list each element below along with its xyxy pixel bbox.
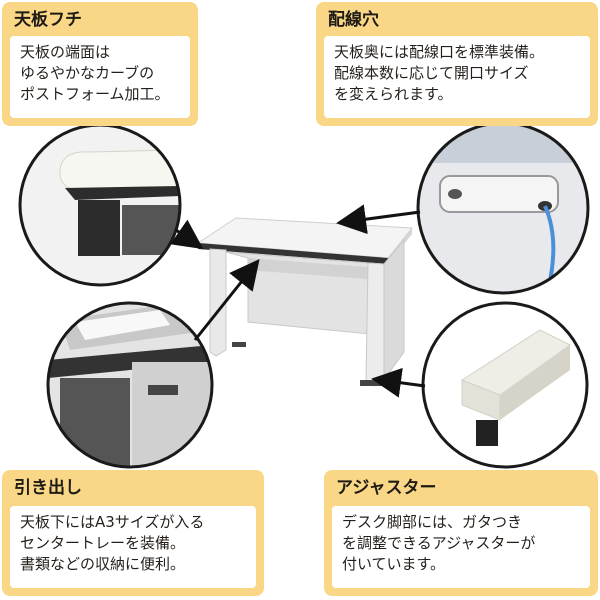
edge-callout-text: 天板の端面は ゆるやかなカーブの ポストフォーム加工。 [10, 36, 190, 118]
wiring-callout-text: 天板奥には配線口を標準装備。 配線本数に応じて開口サイズ を変えられます。 [324, 36, 590, 118]
wiring-hole-circle [416, 121, 590, 295]
desk-illustration [196, 217, 413, 387]
adjuster-circle [421, 301, 589, 469]
drawer-callout: 引き出し 天板下にはA3サイズが入る センタートレーを装備。 書類などの収納に便… [2, 470, 264, 596]
edge-callout-title: 天板フチ [14, 10, 82, 30]
arrow-icon [336, 204, 421, 235]
arrow-icon [170, 219, 204, 250]
adjuster-callout-title: アジャスター [336, 478, 437, 498]
drawer-circle [46, 301, 214, 469]
wiring-callout-title: 配線穴 [328, 10, 379, 30]
arrow-icon [371, 367, 426, 398]
edge-callout: 天板フチ 天板の端面は ゆるやかなカーブの ポストフォーム加工。 [2, 2, 198, 126]
arrow-icon [193, 258, 260, 341]
drawer-callout-title: 引き出し [14, 478, 82, 498]
adjuster-callout-text: デスク脚部には、ガタつき を調整できるアジャスターが 付いています。 [332, 506, 590, 588]
drawer-callout-text: 天板下にはA3サイズが入る センタートレーを装備。 書類などの収納に便利。 [10, 506, 256, 588]
wiring-callout: 配線穴 天板奥には配線口を標準装備。 配線本数に応じて開口サイズ を変えられます… [316, 2, 598, 126]
edge-detail-circle [18, 123, 182, 287]
adjuster-callout: アジャスター デスク脚部には、ガタつき を調整できるアジャスターが 付いています… [324, 470, 598, 596]
